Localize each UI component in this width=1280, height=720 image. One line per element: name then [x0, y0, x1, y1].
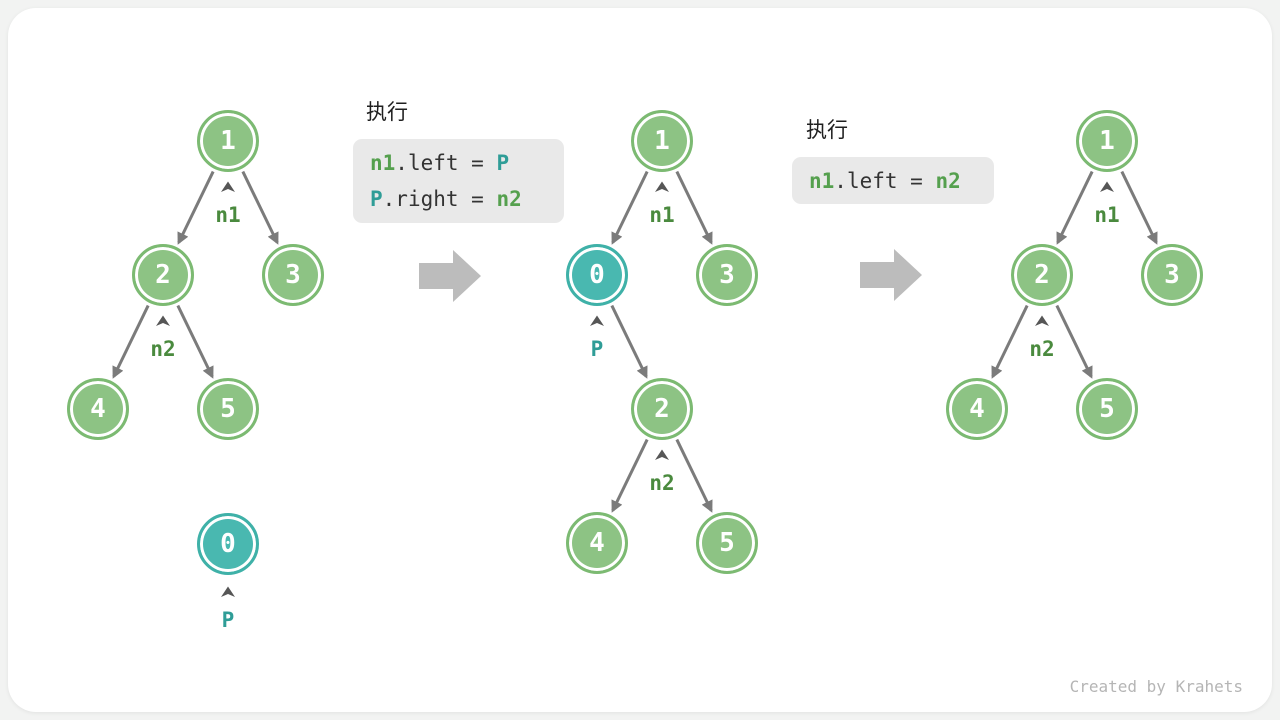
code-line: n1.left = P [370, 151, 510, 175]
after-insert-tree-edge-0-2 [610, 304, 648, 379]
final-tree-edge-1-2 [1056, 170, 1094, 245]
pointer-caret-icon [1100, 181, 1114, 192]
after-insert-tree-edge-2-5 [675, 438, 713, 513]
exec-label-2: 执行 [806, 119, 848, 142]
after-insert-tree-edge-2-4 [611, 438, 649, 513]
pointer-caret-icon [221, 181, 235, 192]
code-line: n1.left = n2 [809, 168, 961, 193]
code-block-2: n1.left = n2 [792, 157, 994, 204]
pointer-caret-icon [655, 449, 669, 460]
after-insert-tree-edge-1-3 [675, 170, 713, 245]
exec-label-1: 执行 [366, 101, 408, 124]
pointer-caret-icon [590, 315, 604, 326]
final-tree-edge-2-4 [991, 304, 1029, 379]
initial-tree-edge-2-4 [112, 304, 150, 379]
after-insert-tree-edge-1-0 [611, 170, 649, 245]
final-tree-edge-1-3 [1120, 170, 1158, 245]
transition-arrow-icon-1 [419, 250, 481, 302]
final-tree-edge-2-5 [1055, 304, 1093, 379]
pointer-caret-icon [221, 586, 235, 597]
transition-arrow-icon-2 [860, 249, 922, 301]
pointer-caret-icon [156, 315, 170, 326]
watermark-credit: Created by Krahets [1069, 677, 1243, 696]
initial-tree-edge-1-3 [241, 170, 279, 245]
code-block-1: n1.left = P P.right = n2 [353, 139, 564, 223]
pointer-caret-icon [655, 181, 669, 192]
code-line: P.right = n2 [370, 187, 522, 211]
initial-tree-edge-2-5 [176, 304, 214, 379]
initial-tree-edge-1-2 [177, 170, 215, 245]
pointer-caret-icon [1035, 315, 1049, 326]
